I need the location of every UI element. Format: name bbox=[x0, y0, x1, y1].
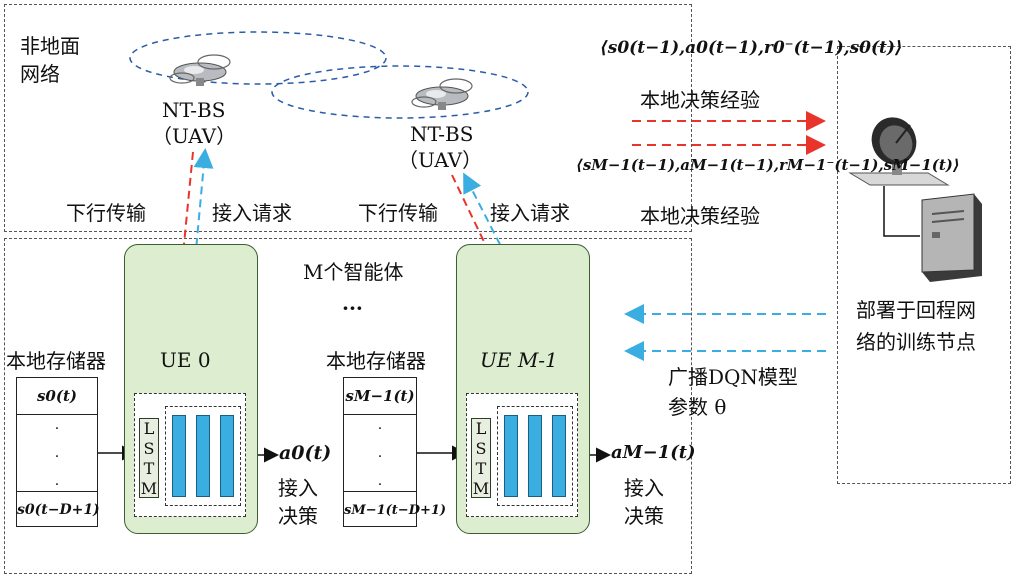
uav-right-icon bbox=[411, 78, 473, 110]
downlink-label-right: 下行传输 bbox=[358, 201, 438, 225]
downlink-arrow-left bbox=[172, 151, 194, 279]
ntbs-right-type: （UAV） bbox=[398, 148, 483, 172]
dense-layers-right bbox=[497, 406, 573, 506]
memory-stack-right: sM−1(t) ··· sM−1(t−D+1) bbox=[343, 377, 446, 528]
uav-orbit-left bbox=[129, 31, 387, 85]
broadcast-label-line2: 参数 θ bbox=[668, 395, 727, 419]
ntbs-right-name: NT-BS bbox=[410, 122, 474, 146]
terrestrial-agents-zone bbox=[4, 238, 692, 574]
access-request-label-left: 接入请求 bbox=[212, 201, 292, 225]
uav-orbit-right bbox=[271, 65, 529, 119]
experience-label-top: 本地决策经验 bbox=[640, 88, 760, 112]
lstm-block-left: L S T M bbox=[139, 418, 159, 498]
decision-right: 接入 决策 bbox=[624, 476, 664, 528]
memory-dots-left: ··· bbox=[54, 421, 60, 493]
dense-layer-2-left bbox=[196, 415, 210, 497]
dqn-network-left: L S T M bbox=[134, 393, 246, 517]
uav-left-icon bbox=[169, 54, 231, 86]
memory-dots-right: ··· bbox=[377, 421, 383, 493]
memory-title-left: 本地存储器 bbox=[6, 349, 106, 373]
dense-layer-3-left bbox=[220, 415, 234, 497]
memory-stack-left: s0(t) ··· s0(t−D+1) bbox=[16, 377, 100, 528]
memory-title-right: 本地存储器 bbox=[326, 349, 426, 373]
downlink-label-left: 下行传输 bbox=[66, 201, 146, 225]
dense-layer-2-right bbox=[528, 415, 542, 497]
access-request-label-right: 接入请求 bbox=[490, 201, 570, 225]
experience-tuple-top: ⟨s0(t−1),a0(t−1),r0⁻(t−1),s0(t)⟩ bbox=[600, 38, 903, 58]
dense-layers-left bbox=[165, 406, 241, 506]
experience-tuple-bottom: ⟨sM−1(t−1),aM−1(t−1),rM−1⁻(t−1),sM−1(t)⟩ bbox=[576, 156, 960, 174]
m-agents-label: M个智能体 bbox=[303, 260, 404, 284]
memory-row-top-right: sM−1(t) bbox=[344, 378, 416, 415]
non-terrestrial-network-zone bbox=[4, 4, 692, 232]
satellite-dish-icon bbox=[848, 117, 950, 186]
lstm-block-right: L S T M bbox=[471, 418, 491, 498]
ntbs-left-type: （UAV） bbox=[152, 124, 237, 148]
dqn-network-right: L S T M bbox=[466, 393, 578, 517]
dense-layer-1-left bbox=[172, 415, 186, 497]
training-node-label: 部署于回程网 络的训练节点 bbox=[856, 298, 976, 354]
action-left: a0(t) bbox=[279, 442, 332, 464]
ue-right-name: UE M-1 bbox=[480, 348, 558, 372]
memory-row-bottom-left: s0(t−D+1) bbox=[17, 491, 100, 528]
action-right: aM−1(t) bbox=[611, 442, 696, 463]
agents-ellipsis: ··· bbox=[342, 296, 363, 320]
non-terrestrial-network-label: 非地面 网络 bbox=[20, 34, 80, 86]
dense-layer-3-right bbox=[552, 415, 566, 497]
ntbs-left-name: NT-BS bbox=[162, 98, 226, 122]
memory-row-top-left: s0(t) bbox=[17, 378, 97, 415]
decision-left: 接入 决策 bbox=[278, 476, 318, 528]
ue-left-name: UE 0 bbox=[160, 348, 211, 372]
dense-layer-1-right bbox=[504, 415, 518, 497]
memory-row-bottom-right: sM−1(t−D+1) bbox=[344, 491, 446, 528]
experience-label-bottom: 本地决策经验 bbox=[640, 204, 760, 228]
training-node-zone bbox=[837, 46, 1011, 484]
server-icon bbox=[921, 193, 982, 282]
broadcast-label-line1: 广播DQN模型 bbox=[668, 365, 798, 389]
